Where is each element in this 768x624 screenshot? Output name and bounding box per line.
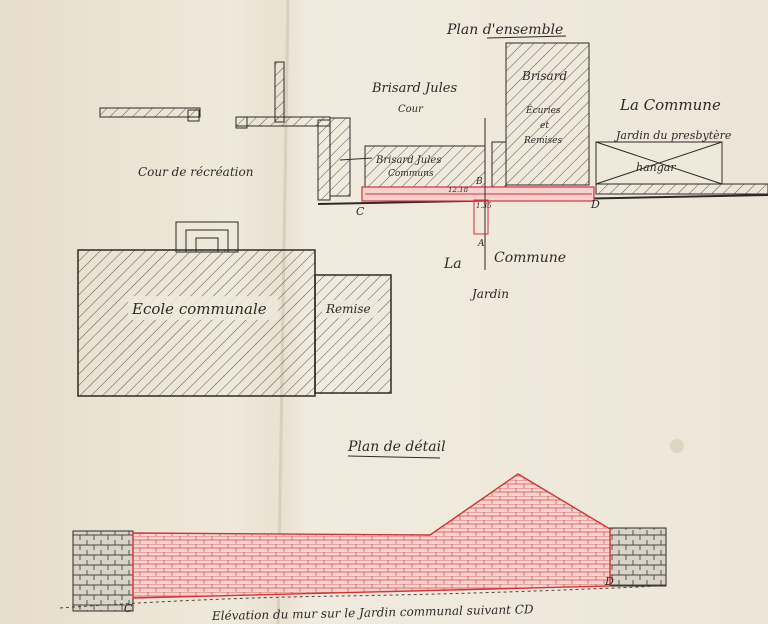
plan-detail-title: Plan de détail: [347, 439, 446, 455]
wall-segment: [329, 117, 351, 197]
point-a: A: [477, 239, 485, 249]
label-remise: Remise: [325, 302, 371, 316]
school-porch-step: [185, 229, 229, 253]
school-porch: [175, 221, 239, 253]
label-brisard-jules: Brisard Jules: [371, 81, 457, 96]
label-jardin-presbytere: Jardin du presbytère: [614, 129, 732, 142]
hangar-cross: [595, 141, 723, 185]
label-la-commune-top: La Commune: [619, 96, 721, 114]
wall-segment: [274, 61, 285, 123]
stone-wall-right: [609, 527, 667, 587]
dimension-2: 1.35: [476, 202, 492, 210]
label-remises: Remises: [523, 136, 562, 146]
point-b: B: [475, 177, 483, 187]
elevation-caption: Elévation du mur sur le Jardin communal …: [211, 602, 534, 623]
plan-ensemble-title: Plan d'ensemble: [446, 22, 563, 38]
wall-segment: [595, 183, 768, 195]
leader-arrow: [339, 157, 373, 161]
title-underline: [486, 35, 567, 39]
label-backdrop: [322, 300, 378, 318]
ecuries-building: [505, 42, 590, 186]
label-cour: Cour: [398, 104, 424, 115]
point-d-detail: D: [604, 575, 614, 588]
label-brisard: Brisard: [521, 69, 567, 83]
communs-building: [364, 145, 486, 189]
label-cour-recreation: Cour de récréation: [138, 165, 253, 179]
ground-grass: [59, 585, 661, 609]
dimension-1: 12.18: [448, 186, 469, 194]
point-d-top: D: [590, 198, 600, 211]
title-underline: [347, 455, 441, 459]
label-et: et: [540, 121, 549, 131]
wall-segment: [317, 119, 331, 201]
point-c-detail: C: [124, 602, 133, 615]
remise-building: [314, 274, 392, 394]
label-commune: Commune: [494, 250, 566, 266]
ecole-communale-building: [77, 249, 316, 397]
label-hangar: hangar: [636, 161, 676, 174]
annex-building: [491, 141, 507, 188]
label-jardin: Jardin: [469, 287, 509, 301]
label-backdrop: [128, 296, 278, 320]
label-ecuries: Écuries: [525, 104, 561, 116]
stone-wall-left: [72, 530, 134, 612]
label-ecole: Ecole communale: [131, 300, 267, 318]
label-communs-2: Communs: [388, 169, 434, 179]
gate-post: [187, 109, 200, 122]
point-c-top: C: [356, 205, 365, 218]
brick-wall-elevation: [132, 473, 611, 599]
gate-post: [235, 116, 248, 129]
paper-stain: [670, 439, 684, 453]
wall-segment: [99, 107, 201, 118]
label-communs-1: Brisard Jules: [375, 155, 441, 166]
section-marker: [473, 199, 489, 235]
label-la: La: [443, 256, 462, 272]
